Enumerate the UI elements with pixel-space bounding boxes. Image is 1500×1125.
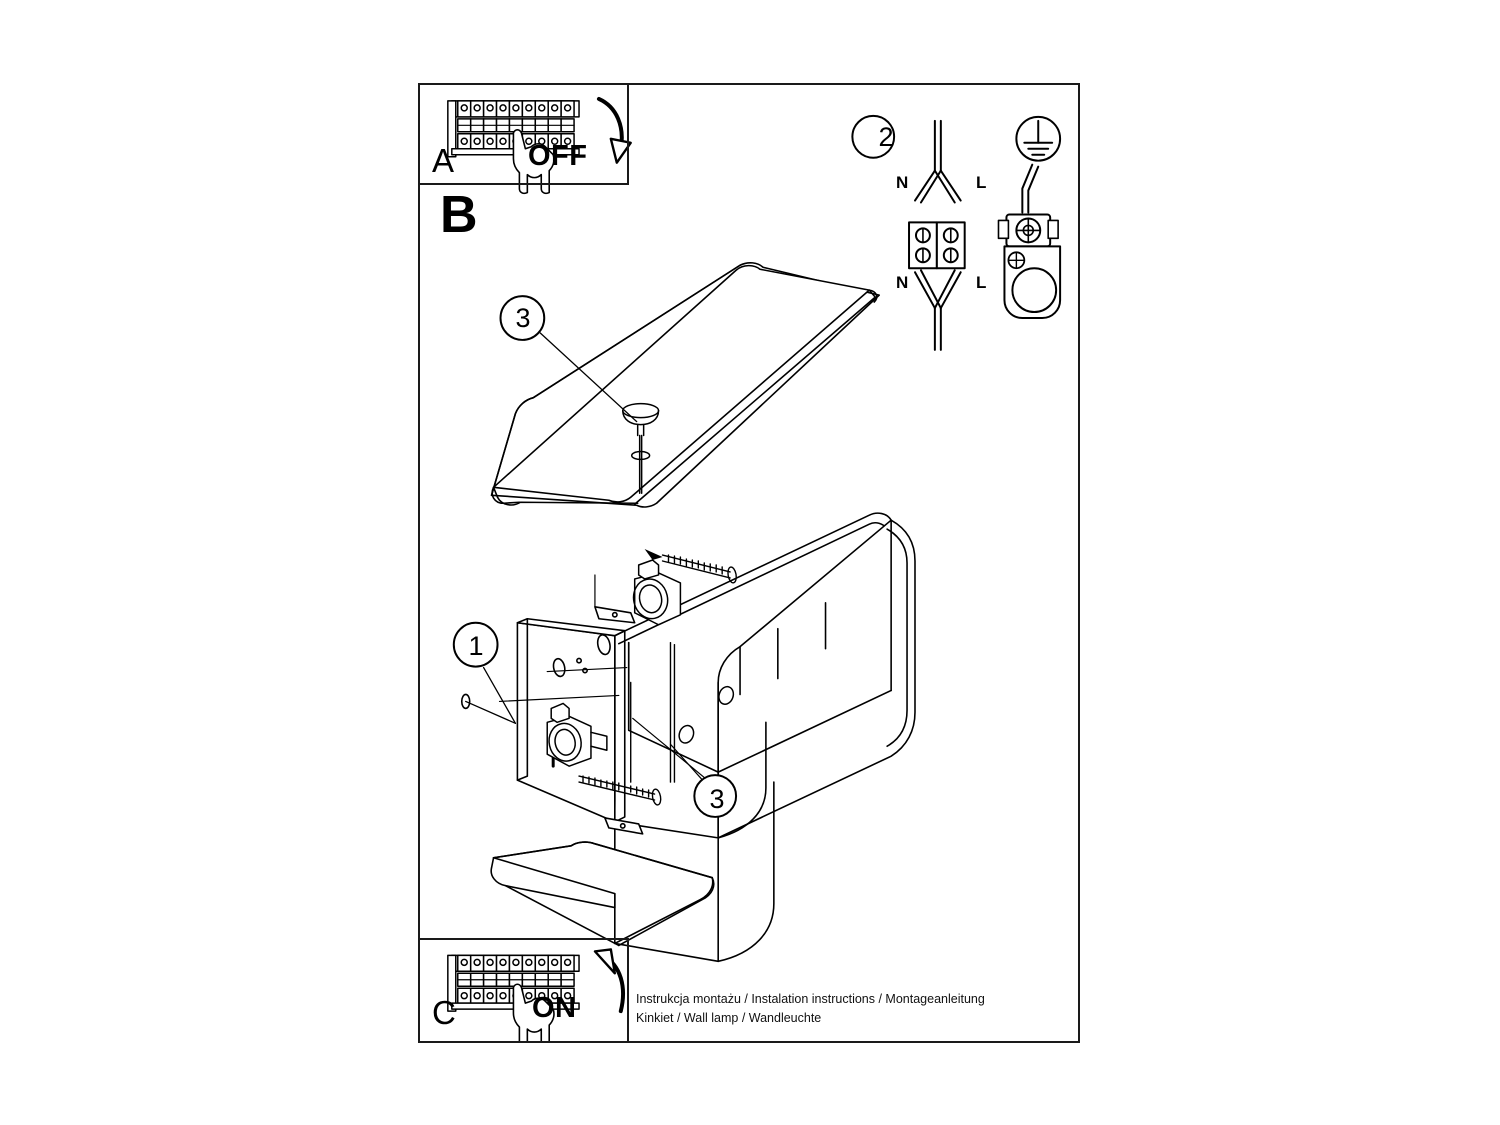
terminal-label-n-top: N [896, 173, 909, 192]
panel-b-letter: B [440, 186, 478, 244]
terminal-label-n-bottom: N [896, 273, 909, 292]
panel-c-action-label: ON [532, 992, 577, 1024]
step-number-2: 2 [878, 122, 894, 152]
panel-a-action-label: OFF [528, 140, 588, 172]
instruction-sheet: A OFF C ON B 2 N L N L 3 1 3 Instrukcja … [418, 83, 1080, 1043]
terminal-label-l-bottom: L [976, 273, 987, 292]
panel-a-letter: A [432, 142, 455, 179]
caption-line-2: Kinkiet / Wall lamp / Wandleuchte [636, 1011, 822, 1026]
callout-1: 1 [468, 631, 484, 661]
callout-3-top: 3 [515, 303, 531, 333]
caption-block: Instrukcja montażu / Instalation instruc… [636, 990, 1066, 1029]
panel-a: A OFF [420, 85, 629, 185]
callout-3-bottom: 3 [709, 784, 725, 814]
panel-c: C ON [420, 938, 629, 1043]
terminal-label-l-top: L [976, 173, 987, 192]
panel-c-letter: C [432, 994, 456, 1031]
caption-line-1: Instrukcja montażu / Instalation instruc… [636, 992, 985, 1006]
wall-lamp-exploded-view-icon [447, 96, 1062, 1041]
